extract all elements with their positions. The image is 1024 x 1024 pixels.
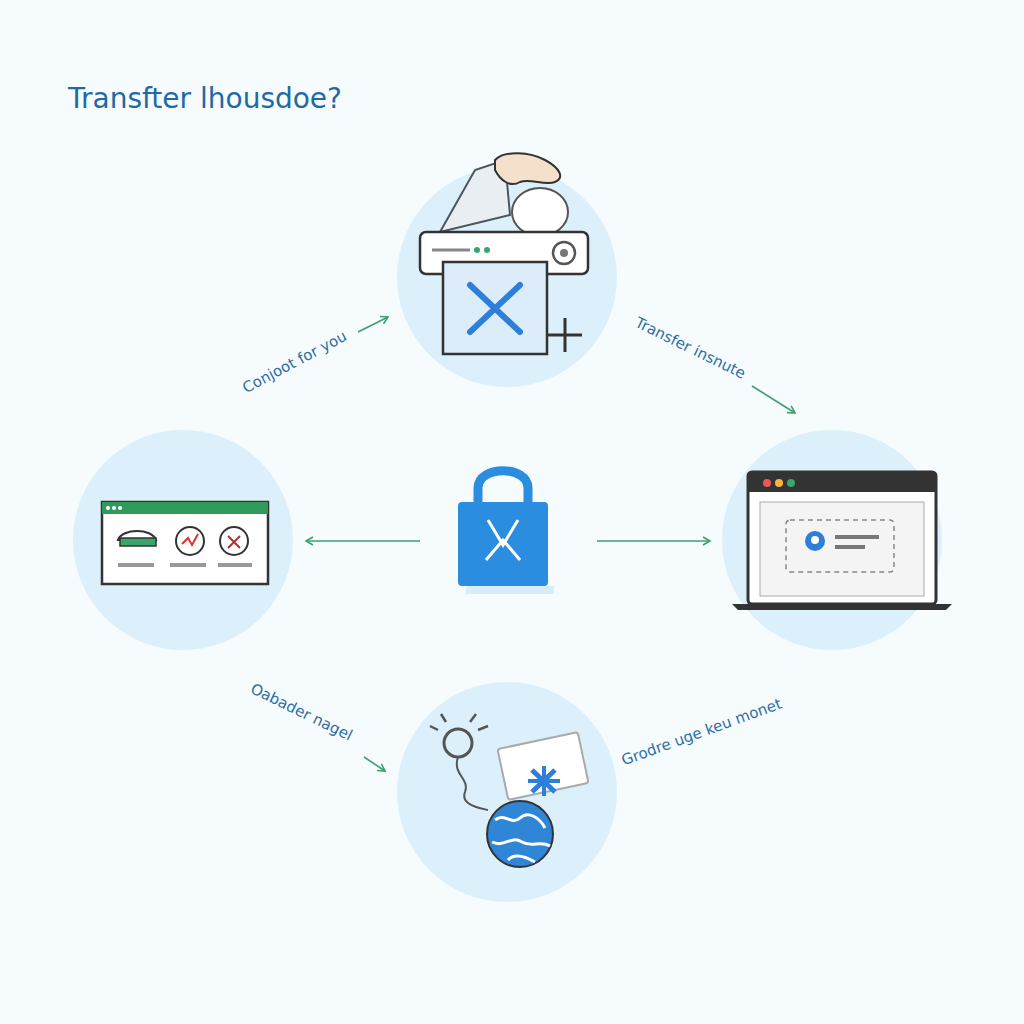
arrow-label: Oabader nagel (248, 680, 356, 745)
right-laptop (732, 472, 952, 610)
bottom-globe (430, 714, 589, 867)
arrow-label: Transfer insnute (632, 313, 748, 382)
left-window (102, 502, 268, 584)
arrow-label: Conjoot for you (240, 327, 350, 397)
arrow-label: Grodre uge keu monet (619, 695, 784, 770)
diagram-title: Transfter lhousdoe? (68, 82, 342, 115)
padlock (458, 471, 554, 594)
arrows (306, 317, 795, 771)
top-device (420, 153, 588, 354)
